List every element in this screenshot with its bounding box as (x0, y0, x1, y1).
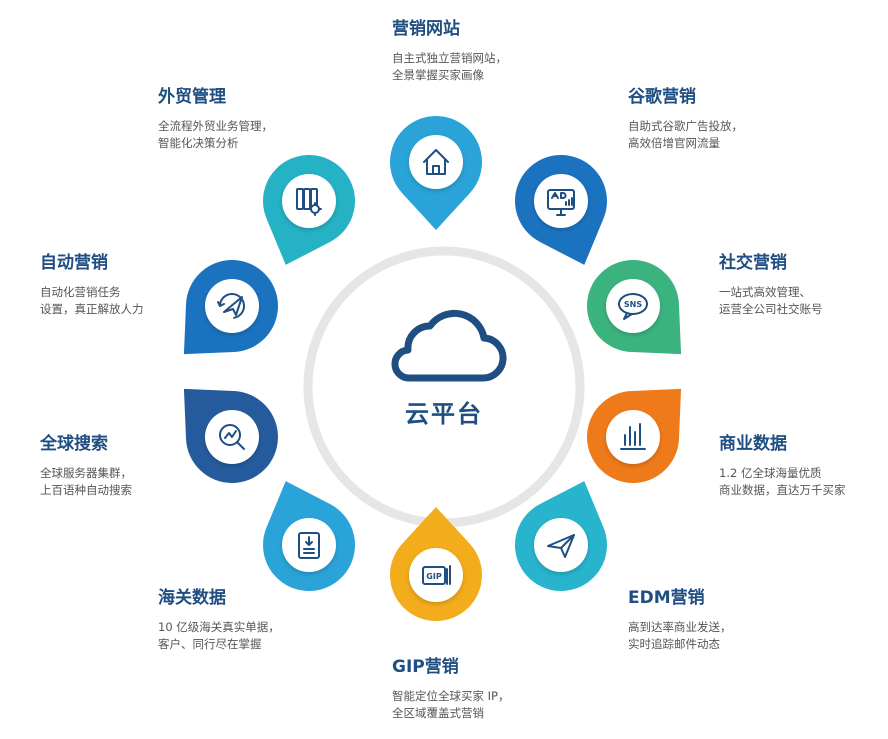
feature-desc-line: 全流程外贸业务管理， (158, 119, 273, 133)
feature-site: 营销网站自主式独立营销网站， 全景掌握买家画像 (392, 18, 507, 84)
pin-google-disc (534, 174, 588, 228)
feature-desc-line: 商业数据，直达万千买家 (719, 483, 846, 497)
bar-chart-icon (620, 423, 646, 450)
feature-title: 全球搜索 (40, 434, 108, 454)
paper-plane-icon (547, 534, 575, 558)
auto-plane-icon (217, 293, 245, 319)
pin-social-disc (606, 279, 660, 333)
pin-edm (515, 481, 608, 591)
feature-title: 外贸管理 (158, 87, 226, 107)
feature-trade: 外贸管理全流程外贸业务管理， 智能化决策分析 (158, 86, 273, 152)
pin-site-disc (409, 135, 463, 189)
pin-gip: GIP (390, 507, 482, 621)
cloud-icon (391, 309, 507, 382)
pin-data (587, 388, 682, 483)
feature-gip: GIP营销智能定位全球买家 IP， 全区域覆盖式营销 (392, 656, 509, 722)
ad-monitor-icon (547, 189, 575, 216)
feature-desc-line: 全区域覆盖式营销 (392, 706, 484, 720)
pin-auto (183, 260, 278, 355)
search-trend-icon (219, 424, 245, 450)
feature-desc-line: 高到达率商业发送， (628, 620, 732, 634)
feature-desc-line: 智能定位全球买家 IP， (392, 689, 510, 703)
feature-social: 社交营销一站式高效管理、运营全公司社交账号 (719, 252, 823, 318)
feature-google: 谷歌营销自助式谷歌广告投放， 高效倍增官网流量 (628, 86, 743, 152)
feature-desc-line: 客户、同行尽在掌握 (158, 637, 262, 651)
feature-desc-line: 全景掌握买家画像 (392, 68, 484, 82)
feature-desc-line: 运营全公司社交账号 (719, 302, 823, 316)
document-icon (298, 532, 320, 559)
pin-customs (262, 481, 355, 591)
feature-desc-line: 实时追踪邮件动态 (628, 637, 720, 651)
feature-title: 营销网站 (392, 19, 460, 39)
house-icon (423, 149, 449, 175)
pin-edm-disc (534, 518, 588, 572)
feature-customs: 海关数据 10 亿级海关真实单据， 客户、同行尽在掌握 (158, 587, 280, 653)
center-title: 云平台 (405, 400, 483, 428)
pin-search (183, 388, 278, 483)
feature-title: 商业数据 (719, 434, 787, 454)
feature-auto: 自动营销自动化营销任务设置，真正解放人力 (40, 252, 144, 318)
feature-desc-line: 1.2 亿全球海量优质 (719, 466, 822, 480)
pin-gip-disc (409, 548, 463, 602)
feature-desc-line: 自主式独立营销网站， (392, 51, 507, 65)
feature-title: 社交营销 (719, 253, 787, 273)
pin-data-disc (606, 410, 660, 464)
feature-desc-line: 设置，真正解放人力 (40, 302, 144, 316)
feature-desc-line: 10 亿级海关真实单据， (158, 620, 280, 634)
feature-desc-line: 高效倍增官网流量 (628, 136, 720, 150)
feature-title: 海关数据 (158, 588, 226, 608)
feature-edm: EDM营销高到达率商业发送， 实时追踪邮件动态 (628, 587, 732, 653)
feature-search: 全球搜索全球服务器集群， 上百语种自动搜索 (40, 433, 132, 499)
binders-gear-icon (296, 188, 322, 216)
pin-google (515, 155, 608, 265)
feature-desc-line: 智能化决策分析 (158, 136, 239, 150)
feature-desc-line: 全球服务器集群， (40, 466, 132, 480)
feature-title: EDM营销 (628, 588, 705, 608)
feature-title: GIP营销 (392, 657, 459, 677)
svg-text:SNS: SNS (624, 300, 642, 309)
pin-site (390, 116, 482, 230)
feature-desc-line: 一站式高效管理、 (719, 285, 811, 299)
feature-desc-line: 自助式谷歌广告投放， (628, 119, 743, 133)
feature-desc-line: 上百语种自动搜索 (40, 483, 132, 497)
feature-desc-line: 自动化营销任务 (40, 285, 121, 299)
gip-icon: GIP (422, 565, 451, 585)
center-ring (303, 246, 585, 528)
pin-trade (262, 155, 355, 265)
svg-text:GIP: GIP (426, 572, 442, 581)
feature-title: 谷歌营销 (628, 87, 696, 107)
pin-social: SNS (587, 260, 682, 355)
feature-data: 商业数据 1.2 亿全球海量优质商业数据，直达万千买家 (719, 433, 846, 499)
sns-bubble-icon: SNS (618, 293, 648, 320)
feature-title: 自动营销 (40, 253, 108, 273)
